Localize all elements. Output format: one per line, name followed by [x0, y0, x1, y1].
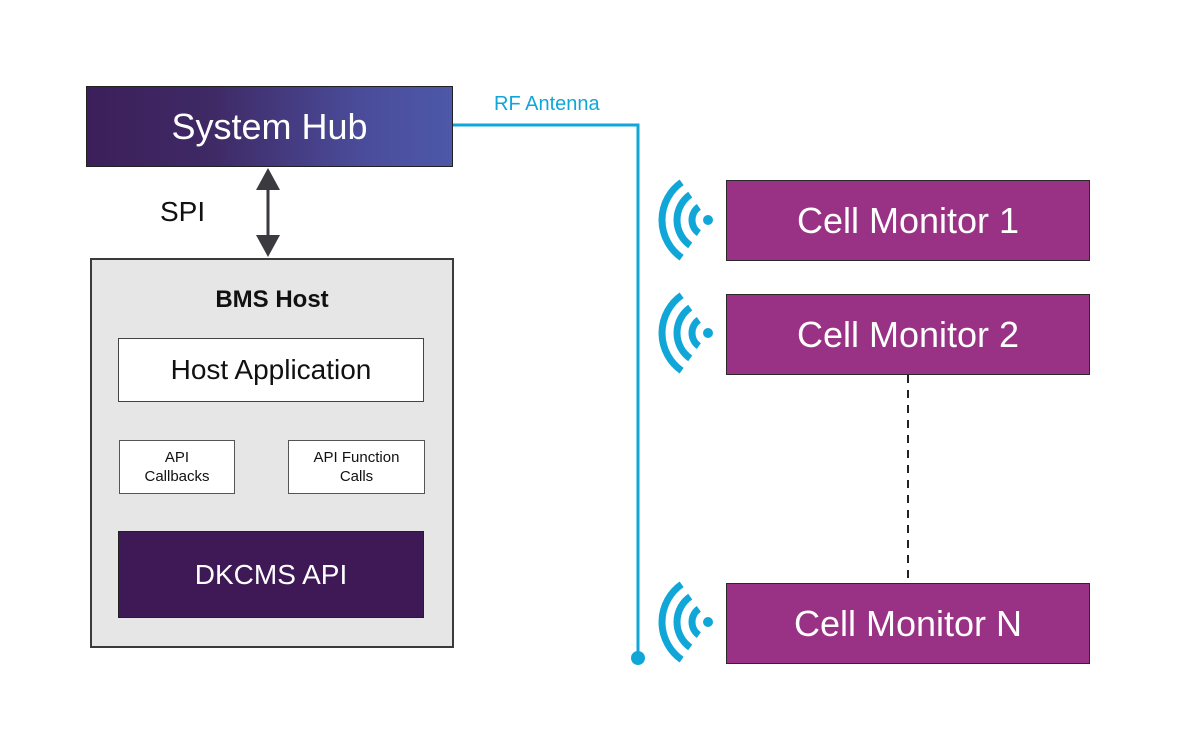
dkcms-api-block: DKCMS API [118, 531, 424, 618]
rf-antenna-line [453, 123, 645, 665]
api-callbacks-block: API Callbacks [119, 440, 235, 494]
rf-antenna-label: RF Antenna [494, 93, 600, 115]
wireless-signal-icon [658, 581, 713, 663]
api-function-calls-line-2: Calls [339, 468, 374, 485]
spi-label: SPI [160, 196, 206, 227]
wireless-signal-icon [658, 179, 713, 261]
api-function-calls-line-1: API Function [313, 449, 400, 466]
system-hub-block: System Hub [86, 86, 453, 167]
cell-monitor-label: Cell Monitor 2 [796, 313, 1020, 355]
dkcms-api-label: DKCMS API [194, 558, 348, 590]
antenna-endpoint-dot [631, 651, 645, 665]
api-callbacks-line-2: Callbacks [144, 468, 210, 485]
cell-monitor-label: Cell Monitor 1 [796, 199, 1020, 241]
api-callbacks-line-1: API [164, 449, 190, 466]
cell-monitor-2-block: Cell Monitor 2 [726, 294, 1090, 375]
cell-monitor-n-block: Cell Monitor N [726, 583, 1090, 664]
bms-host-title: BMS Host [215, 286, 329, 313]
cell-monitor-1-block: Cell Monitor 1 [726, 180, 1090, 261]
host-application-block: Host Application [118, 338, 424, 402]
system-hub-label: System Hub [171, 105, 368, 147]
spi-double-arrow [256, 168, 280, 257]
cell-monitor-label: Cell Monitor N [793, 602, 1023, 644]
host-application-label: Host Application [170, 354, 372, 385]
api-function-calls-block: API Function Calls [288, 440, 425, 494]
wireless-signal-icon [658, 292, 713, 374]
